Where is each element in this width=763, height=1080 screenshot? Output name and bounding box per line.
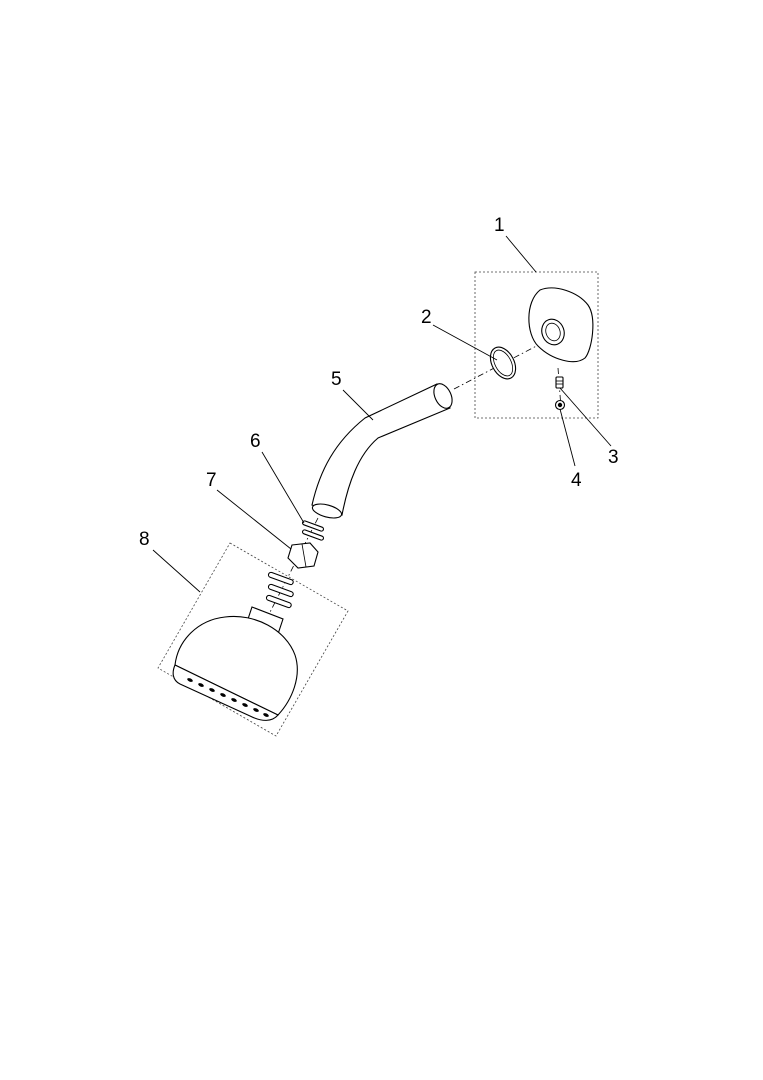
part-1-escutcheon bbox=[528, 287, 594, 363]
assembly-axis bbox=[453, 339, 549, 390]
leader-8 bbox=[152, 549, 201, 593]
callout-7: 7 bbox=[206, 470, 217, 491]
leader-4 bbox=[559, 408, 576, 467]
assembly-axis-lower bbox=[263, 517, 319, 625]
part-5-shower-arm bbox=[311, 383, 453, 519]
callout-3: 3 bbox=[608, 447, 619, 468]
callout-2: 2 bbox=[421, 307, 432, 328]
part-7-coupling-nut bbox=[287, 542, 319, 569]
callout-8: 8 bbox=[139, 529, 150, 550]
callout-4: 4 bbox=[571, 470, 582, 491]
group-8-boundary bbox=[157, 542, 349, 737]
leader-3 bbox=[559, 387, 612, 447]
leader-7 bbox=[216, 489, 292, 550]
part-2-o-ring bbox=[489, 346, 517, 380]
leader-5 bbox=[342, 389, 374, 421]
part-8-shower-head bbox=[172, 571, 298, 721]
leader-6 bbox=[261, 451, 305, 524]
callout-1: 1 bbox=[494, 215, 505, 236]
callout-6: 6 bbox=[250, 431, 261, 452]
spray-nozzles bbox=[187, 678, 269, 717]
part-3-set-screw bbox=[555, 376, 564, 389]
part-6-washers bbox=[301, 520, 325, 541]
leader-2 bbox=[432, 324, 498, 361]
part-4-plug bbox=[554, 399, 566, 411]
group-1-boundary bbox=[474, 271, 599, 419]
callout-5: 5 bbox=[331, 369, 342, 390]
leader-1 bbox=[505, 235, 537, 273]
